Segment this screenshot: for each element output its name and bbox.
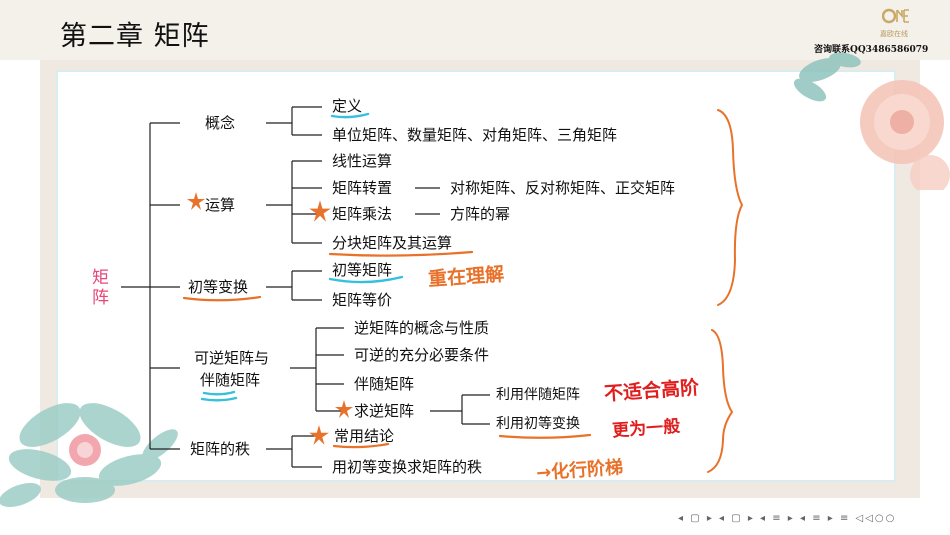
star-mark-ops-icon: [187, 192, 205, 210]
brand-logo-icon: [882, 8, 909, 24]
rank-item: 用初等变换求矩阵的秩: [332, 458, 483, 476]
star-mark-rank-icon: [309, 425, 329, 445]
slide-title: 第二章 矩阵: [60, 21, 210, 52]
star-mark-inverse-icon: [335, 400, 353, 418]
inverse-item: 求逆矩阵: [354, 402, 415, 420]
flower-bottom-left-decoration: [0, 403, 178, 508]
node-inverse-line1: 可逆矩阵与: [194, 349, 270, 367]
handwritten-note-elementary: 重在理解: [427, 263, 505, 291]
ops-item: 矩阵乘法: [332, 205, 393, 223]
contact-text: 咨询联系QQ3486586079: [814, 45, 929, 55]
star-mark-mult-icon: [309, 200, 331, 222]
transpose-detail: 对称矩阵、反对称矩阵、正交矩阵: [450, 179, 676, 197]
inverse-method: 利用初等变换: [496, 416, 580, 432]
rank-item: 常用结论: [334, 427, 395, 445]
inverse-item: 逆矩阵的概念与性质: [354, 319, 490, 337]
tree-root: 矩阵: [92, 268, 109, 308]
brand-caption: 嘉欧在线: [880, 30, 908, 38]
node-inverse-line2: 伴随矩阵: [200, 371, 261, 389]
ops-item: 矩阵转置: [332, 179, 393, 197]
ops-item: 分块矩阵及其运算: [332, 234, 453, 252]
elementary-item: 矩阵等价: [332, 291, 393, 309]
node-concept: 概念: [205, 114, 236, 132]
node-rank: 矩阵的秩: [190, 440, 251, 458]
concept-item: 定义: [332, 97, 363, 115]
node-elementary: 初等变换: [188, 278, 249, 296]
node-ops: 运算: [205, 196, 236, 214]
elementary-item: 初等矩阵: [332, 261, 393, 279]
ops-item: 线性运算: [332, 152, 393, 170]
inverse-item: 可逆的充分必要条件: [354, 346, 490, 364]
inverse-item: 伴随矩阵: [354, 375, 415, 393]
presentation-nav-controls[interactable]: ◂ ▢ ▸ ◂ ▢ ▸ ◂ ≡ ▸ ◂ ≡ ▸ ≡ ◁◁○○: [678, 513, 897, 524]
mult-detail: 方阵的幂: [450, 205, 511, 223]
flower-top-right-decoration: [793, 52, 950, 190]
concept-item: 单位矩阵、数量矩阵、对角矩阵、三角矩阵: [332, 126, 618, 144]
content-card: [56, 70, 896, 482]
title-band: [0, 0, 950, 60]
inverse-method: 利用伴随矩阵: [496, 387, 580, 403]
handwritten-note-elementary-method: 更为一般: [611, 416, 681, 442]
